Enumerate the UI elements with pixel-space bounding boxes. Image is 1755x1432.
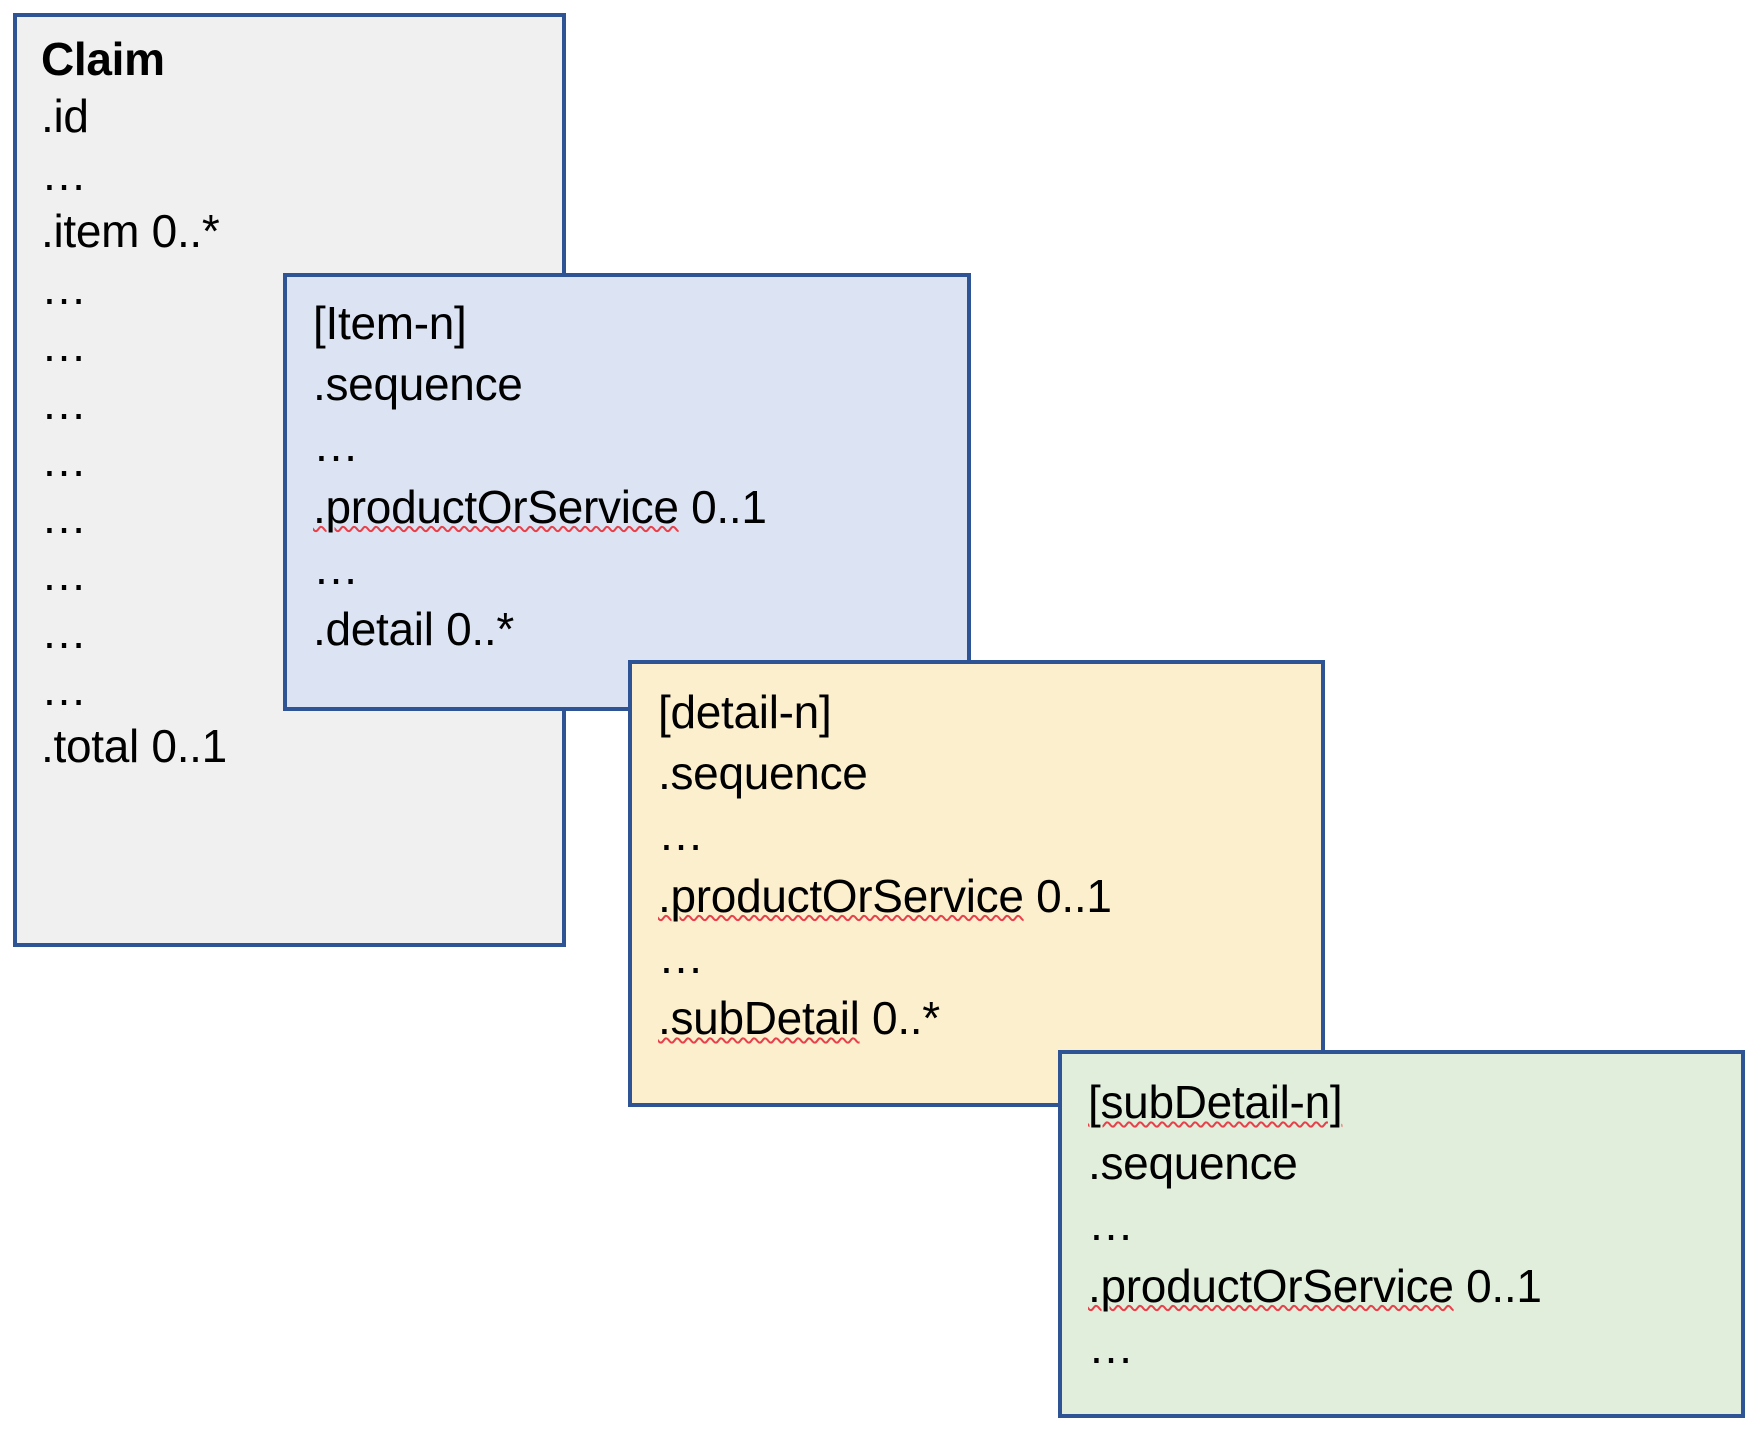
claim-box-lines: Claim.id….item 0..*…………………….total 0..1 (41, 31, 552, 775)
claim-line-6: … (41, 376, 87, 429)
claim-line-11: … (41, 662, 87, 715)
subdetail-line-3: .productOrService 0..1 (1088, 1259, 1542, 1312)
subdetail-line-1: .sequence (1088, 1137, 1298, 1190)
claim-line-8: … (41, 491, 87, 544)
subdetail-line-2: … (1088, 1198, 1134, 1251)
subdetail-box: [subDetail-n] .sequence … .productOrService… (1058, 1050, 1745, 1418)
detail-line-5: .subDetail 0..* (658, 991, 940, 1044)
item-line-1: .sequence (313, 358, 523, 411)
item-line-5: .detail 0..* (313, 602, 514, 655)
claim-line-9: … (41, 548, 87, 601)
claim-line-2: … (41, 147, 87, 200)
claim-line-5: … (41, 319, 87, 372)
detail-line-2: … (658, 808, 704, 861)
item-line-4: … (313, 541, 359, 594)
spellcheck-underline: [subDetail-n] (1088, 1076, 1343, 1128)
claim-line-12: .total 0..1 (41, 720, 227, 773)
claim-line-7: … (41, 433, 87, 486)
spellcheck-underline: .subDetail (658, 991, 860, 1044)
detail-line-4: … (658, 930, 704, 983)
claim-line-4: … (41, 262, 87, 315)
claim-line-10: … (41, 605, 87, 658)
spellcheck-underline: .productOrService (658, 869, 1024, 922)
subdetail-line-0: [subDetail-n] (1088, 1072, 1731, 1133)
claim-line-0: Claim (41, 33, 165, 85)
item-line-3: .productOrService 0..1 (313, 480, 767, 533)
claim-line-1: .id (41, 90, 89, 143)
detail-line-0: [detail-n] (658, 686, 832, 738)
item-box-lines: [Item-n] .sequence … .productOrService 0..1… (313, 293, 957, 660)
detail-line-3: .productOrService 0..1 (658, 869, 1112, 922)
detail-box-lines: [detail-n] .sequence … .productOrService 0.… (658, 682, 1311, 1049)
item-line-2: … (313, 419, 359, 472)
subdetail-box-lines: [subDetail-n] .sequence … .productOrService… (1088, 1072, 1731, 1378)
claim-line-3: .item 0..* (41, 204, 220, 257)
spellcheck-underline: .productOrService (313, 480, 679, 533)
subdetail-line-4: … (1088, 1320, 1134, 1373)
spellcheck-underline: .productOrService (1088, 1259, 1454, 1312)
item-box: [Item-n] .sequence … .productOrService 0..1… (283, 273, 971, 711)
detail-line-1: .sequence (658, 747, 868, 800)
detail-box: [detail-n] .sequence … .productOrService 0.… (628, 660, 1325, 1107)
item-line-0: [Item-n] (313, 297, 467, 349)
